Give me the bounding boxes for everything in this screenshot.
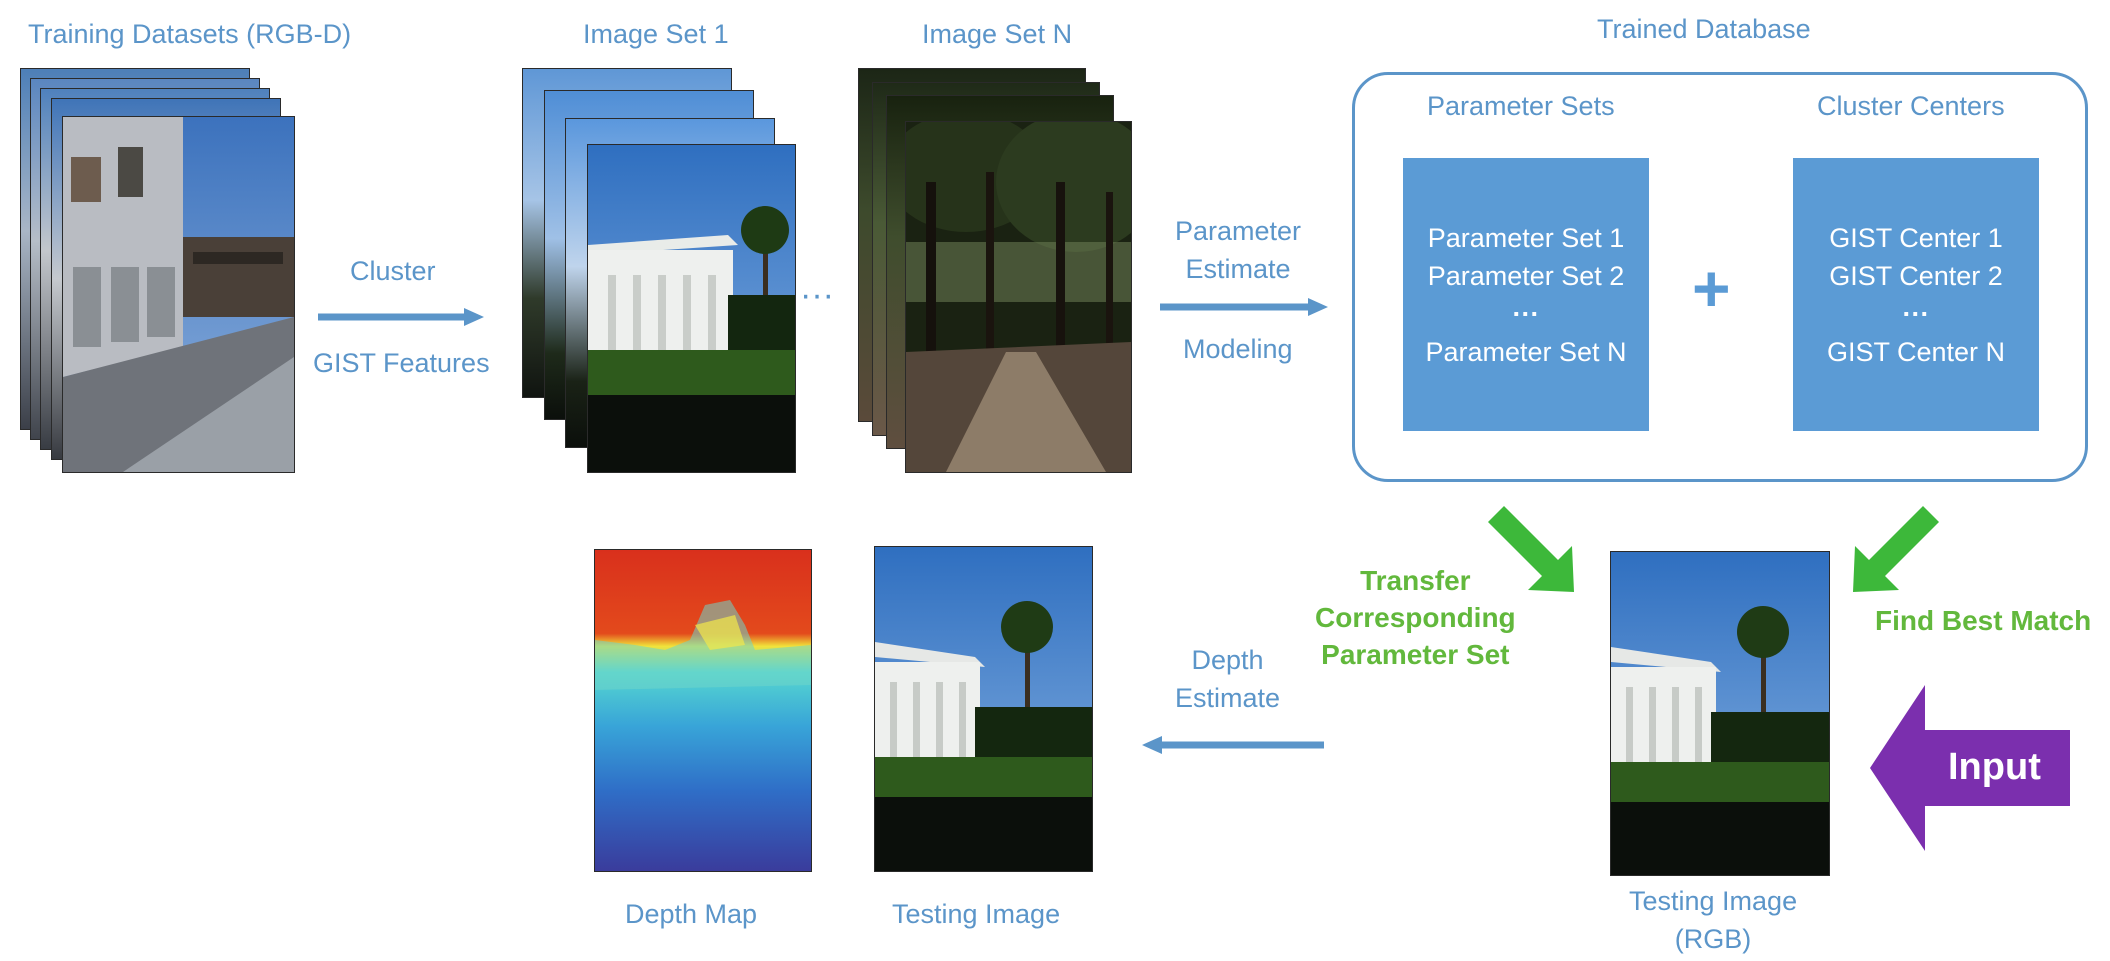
testing-image-rgb (1610, 551, 1830, 876)
gist-center-n: GIST Center N (1826, 336, 2006, 367)
cluster-centers-header: Cluster Centers (1817, 91, 2005, 121)
testing-image-label: Testing Image (892, 899, 1061, 929)
trained-database-panel (1352, 72, 2088, 482)
image-set-n-label: Image Set N (922, 19, 1073, 49)
find-best-match-label: Find Best Match (1875, 605, 2092, 636)
depth-estimate-arrow (1140, 735, 1324, 755)
testing-image (874, 546, 1093, 872)
plus-sign: + (1692, 251, 1731, 325)
cluster-centers-box: GIST Center 1 GIST Center 2 ··· GIST Cen… (1793, 158, 2039, 431)
transfer-green-arrow (1482, 500, 1582, 600)
depth-estimate-label: Depth Estimate (1175, 645, 1281, 713)
image-set-1-label: Image Set 1 (583, 19, 729, 49)
setN-photo-front (905, 121, 1132, 473)
set1-photo-front (587, 144, 796, 473)
gist-features-label: GIST Features (313, 348, 490, 378)
cluster-label: Cluster (350, 256, 436, 286)
find-match-green-arrow (1845, 500, 1945, 600)
parameter-set-ellipsis: ··· (1512, 298, 1540, 329)
image-set-n-stack (858, 68, 1138, 478)
transfer-parameter-set-label: Transfer Corresponding Parameter Set (1315, 565, 1516, 670)
parameter-sets-box: Parameter Set 1 Parameter Set 2 ··· Para… (1403, 158, 1649, 431)
parameter-estimate-label: Parameter Estimate (1175, 216, 1302, 284)
parameter-estimate-arrow (1160, 297, 1330, 317)
image-set-1-stack (522, 68, 802, 478)
input-arrow (1870, 685, 2070, 851)
depth-map-image (594, 549, 812, 872)
testing-image-rgb-label: Testing Image (RGB) (1629, 886, 1798, 954)
cluster-arrow (318, 307, 486, 327)
ellipsis-label: ··· (800, 276, 834, 314)
parameter-set-2: Parameter Set 2 (1427, 260, 1625, 291)
input-label: Input (1948, 746, 2041, 788)
depth-map-label: Depth Map (625, 899, 758, 929)
training-image-stack (20, 68, 300, 478)
parameter-set-n: Parameter Set N (1425, 336, 1627, 367)
modeling-label: Modeling (1183, 334, 1293, 364)
parameter-set-1: Parameter Set 1 (1427, 222, 1625, 253)
training-photo-front (62, 116, 295, 473)
parameter-sets-header: Parameter Sets (1427, 91, 1615, 121)
trained-database-label: Trained Database (1597, 14, 1811, 44)
gist-center-ellipsis: ··· (1902, 298, 1930, 329)
gist-center-2: GIST Center 2 (1829, 260, 2003, 291)
training-datasets-label: Training Datasets (RGB-D) (28, 19, 352, 49)
gist-center-1: GIST Center 1 (1829, 222, 2003, 253)
